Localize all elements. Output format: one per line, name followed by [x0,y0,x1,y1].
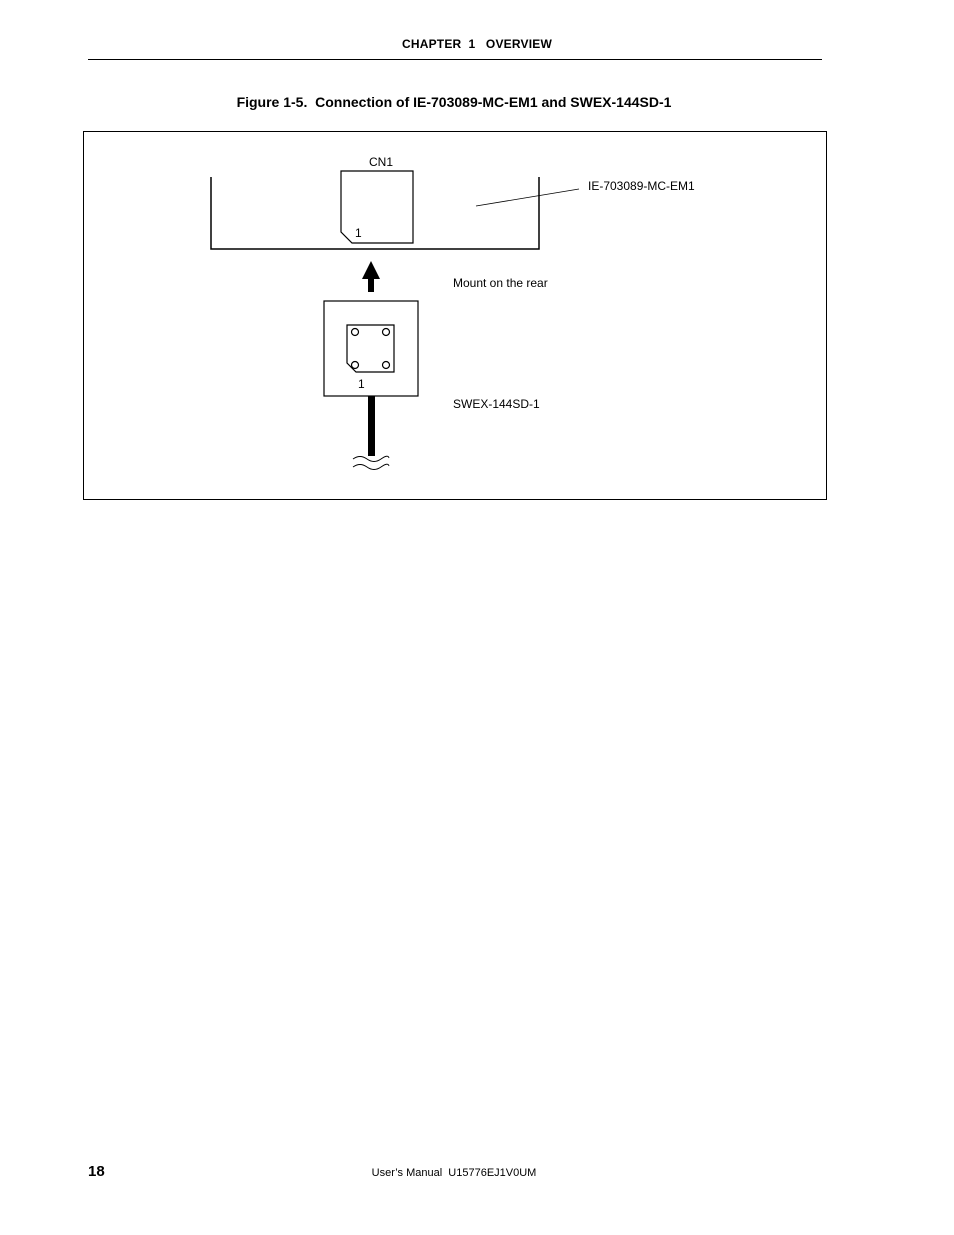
cn1-connector [340,170,414,244]
mount-note-label: Mount on the rear [453,276,548,290]
adapter-body [323,300,419,397]
mounting-hole [381,360,391,370]
figure-title: Figure 1-5. Connection of IE-703089-MC-E… [236,94,672,110]
figure-frame [83,131,827,500]
board-label: IE-703089-MC-EM1 [588,179,695,193]
mount-arrow-shaft [368,278,374,292]
header-divider [88,59,822,60]
board-pin-label: 1 [355,226,362,240]
mount-arrow-head [362,261,380,279]
adapter-connector [346,324,395,373]
adapter-pin-label: 1 [358,377,365,391]
cn1-label: CN1 [369,155,393,169]
page-number: 18 [88,1163,105,1180]
adapter-label: SWEX-144SD-1 [453,397,540,411]
mounting-hole [350,360,360,370]
emulation-board-outline [210,177,540,250]
cable-break-mark [352,463,390,470]
board-leader-line [475,188,580,207]
adapter-cable [368,396,375,456]
chapter-header: CHAPTER 1 OVERVIEW [401,37,552,51]
manual-id: User’s Manual U15776EJ1V0UM [371,1167,537,1179]
cable-break-mark [352,455,390,462]
mounting-hole [381,327,391,337]
mounting-hole [350,327,360,337]
